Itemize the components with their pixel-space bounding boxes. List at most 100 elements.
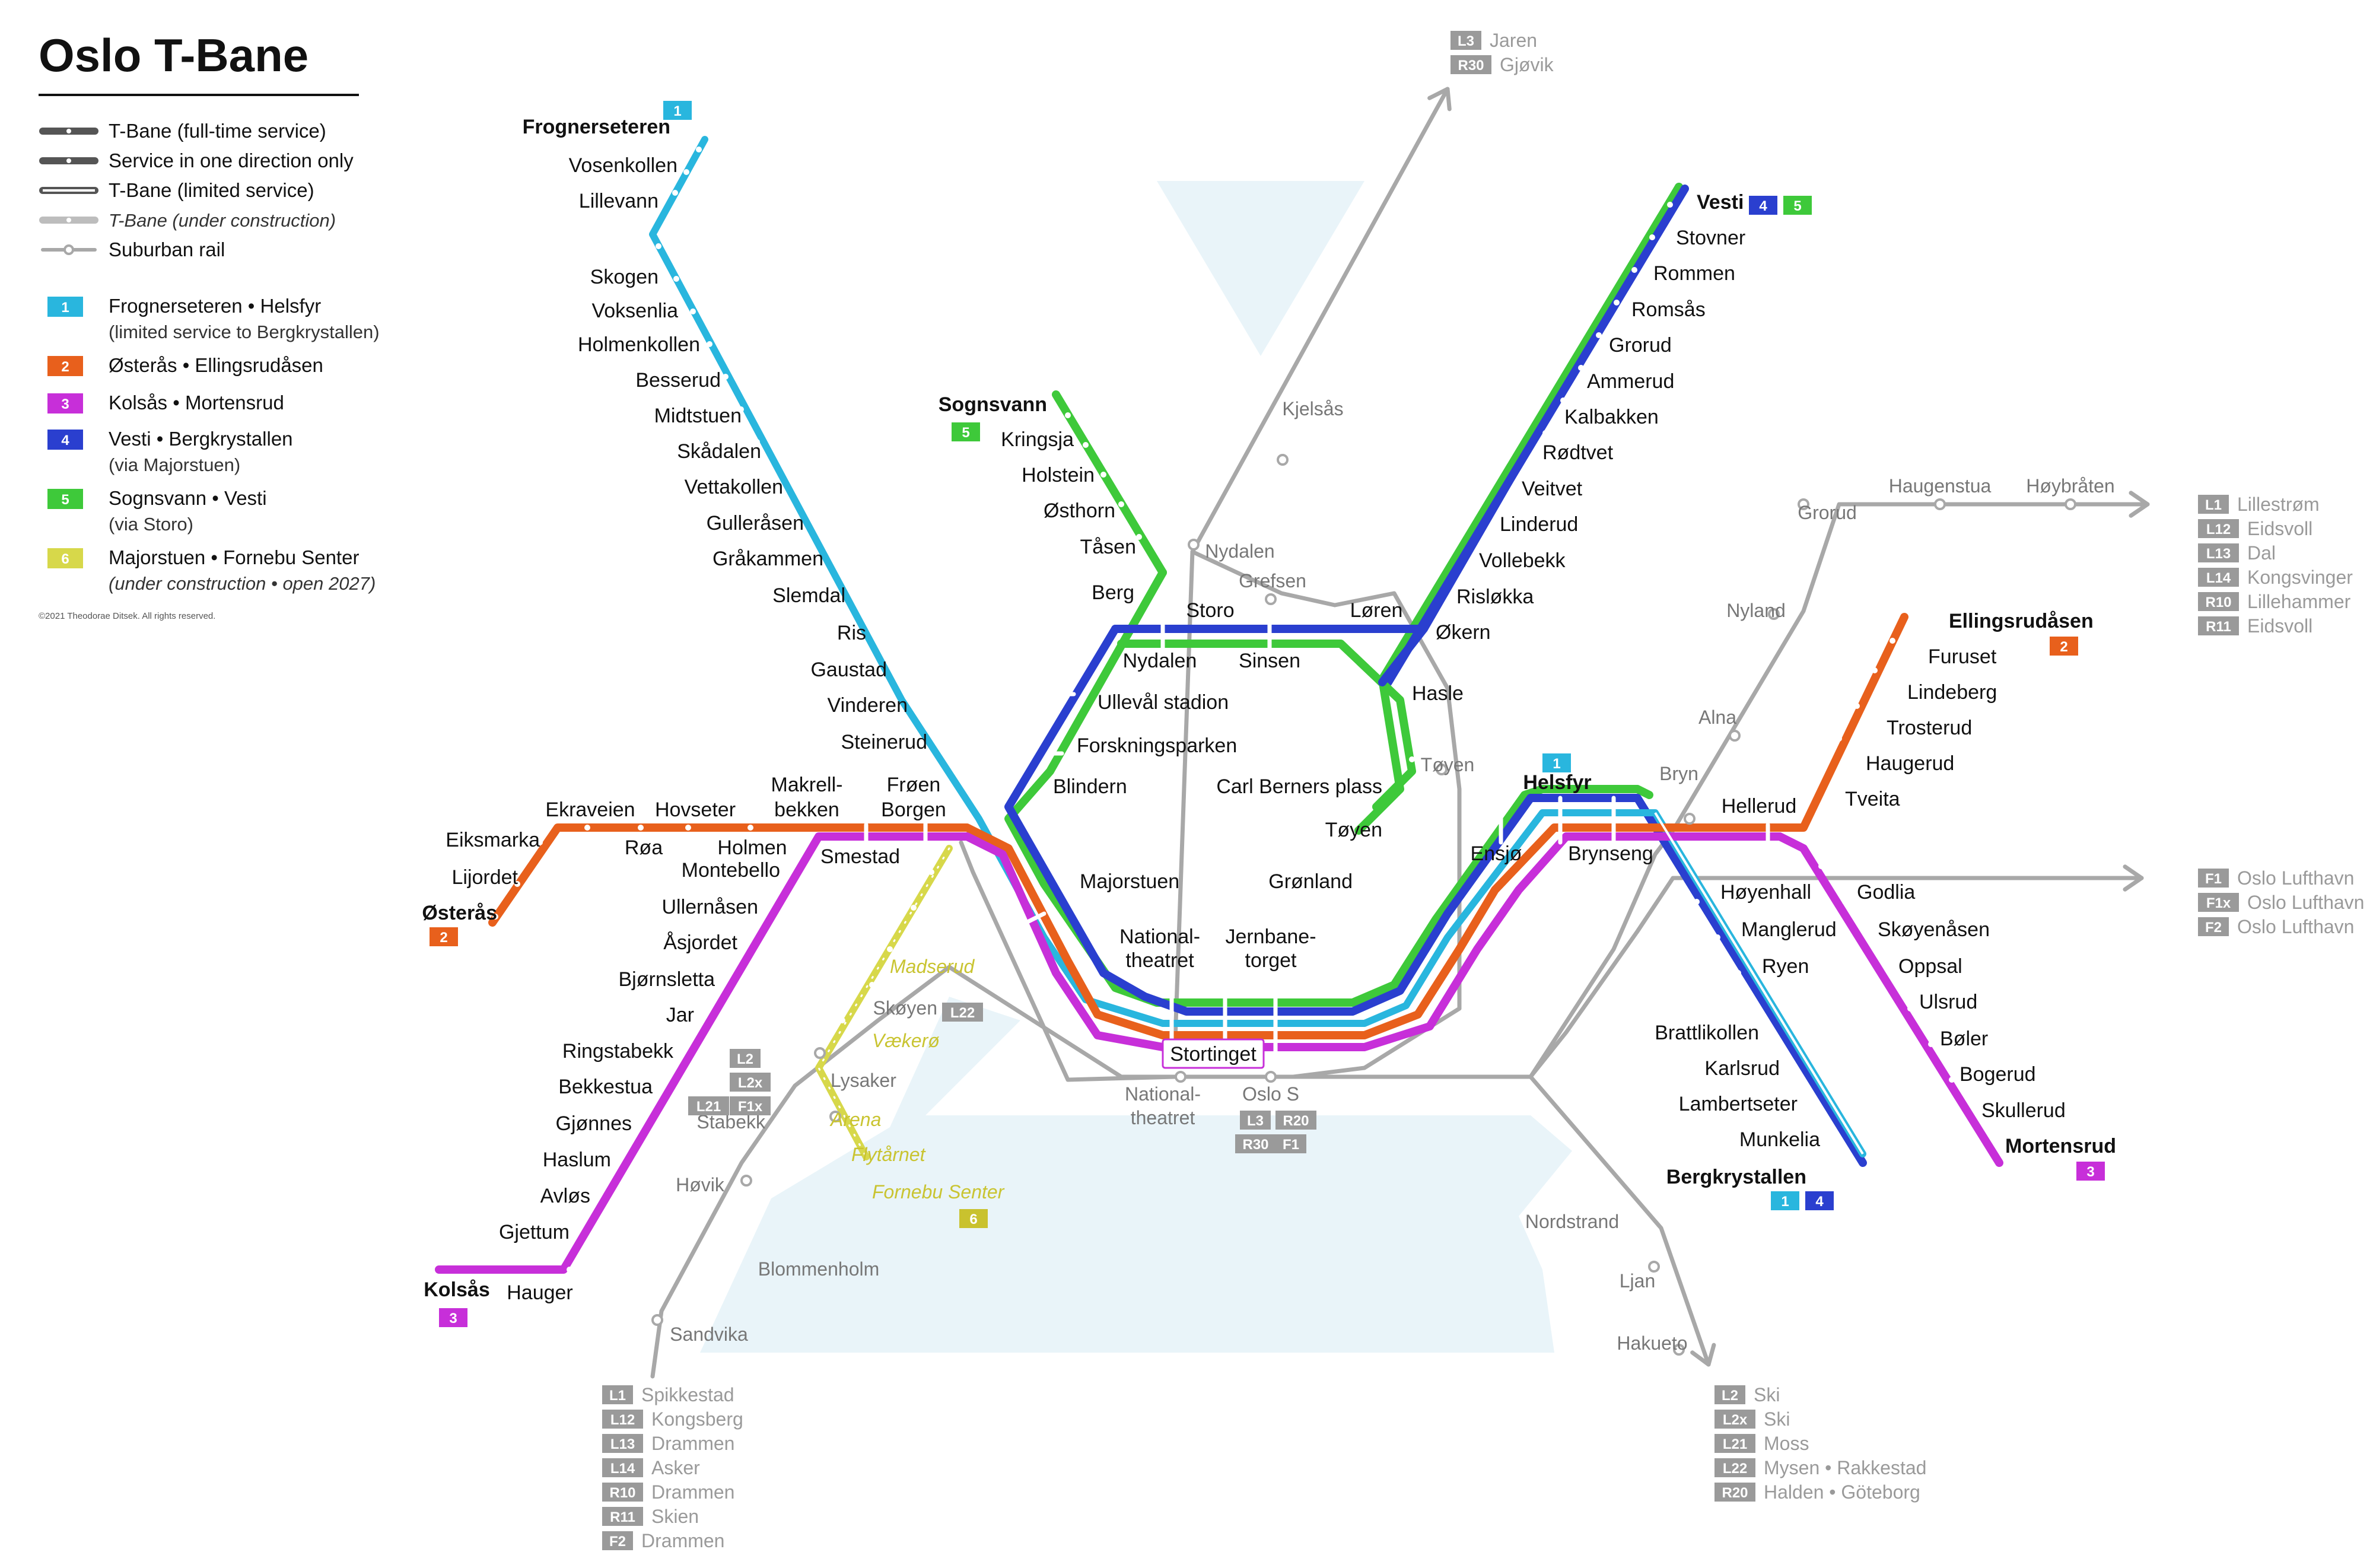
dest-southeast-code xyxy=(1714,1410,1755,1429)
rail-station-dot xyxy=(1673,1344,1685,1356)
title-underline xyxy=(39,94,359,96)
route-badge-label: L13 xyxy=(2206,546,2231,562)
legend-line-note: (via Storo) xyxy=(109,514,193,535)
station-dot xyxy=(1136,534,1142,540)
legend-line-name: Frognerseteren • Helsfyr xyxy=(109,295,321,317)
legend-line-note: (via Majorstuen) xyxy=(109,454,240,475)
station-dot xyxy=(850,635,855,641)
copyright-text: ©2021 Theodorae Ditsek. All rights reser… xyxy=(39,611,215,621)
legend-label-oneway: Service in one direction only xyxy=(109,150,354,171)
dest-north-code xyxy=(1450,55,1491,74)
station-label: Brattlikollen xyxy=(1655,1022,1759,1044)
station-dot xyxy=(1453,593,1459,599)
station-dot xyxy=(690,308,696,314)
station-dot xyxy=(707,341,712,347)
rail-arrow-icon xyxy=(2129,491,2150,518)
station-label: Ullevål stadion xyxy=(1098,691,1229,714)
station-label: Nydalen xyxy=(1123,650,1197,672)
legend-line-name: Majorstuen • Fornebu Senter xyxy=(109,546,359,568)
station-dot xyxy=(1801,798,1806,804)
station-label: Haugerud xyxy=(1866,752,1954,775)
station-dot xyxy=(1818,1112,1824,1118)
route-badge-label: R10 xyxy=(2205,594,2231,610)
station-label: Borgen xyxy=(881,799,946,821)
station-label: Eiksmarka xyxy=(446,829,540,851)
route-badge-label: L1 xyxy=(2205,497,2222,513)
route-badge-label: L14 xyxy=(2206,570,2231,586)
station-label: Voksenlia xyxy=(591,300,678,322)
station-dot xyxy=(531,1237,537,1243)
station-label: Hovseter xyxy=(655,799,736,821)
legend-line-name: Sognsvann • Vesti xyxy=(109,487,267,509)
legend-line-number: 5 xyxy=(61,492,69,508)
station-label: Sandvika xyxy=(670,1324,748,1345)
station-label: Sinsen xyxy=(1239,650,1300,672)
legend-label-construction: T-Bane (under construction) xyxy=(109,210,336,231)
rail-grefsen-east xyxy=(1190,549,1462,1079)
station-dot xyxy=(703,917,709,923)
rail-station-dot xyxy=(829,1111,841,1122)
station-label: theatret xyxy=(1125,949,1194,972)
dest-southwest-name: Drammen xyxy=(651,1481,734,1503)
legend-line-swatch xyxy=(47,548,83,568)
route-badge-label: L12 xyxy=(2206,521,2231,537)
line-4-grorud-parallel xyxy=(1384,185,1689,686)
route-badge-label: 6 xyxy=(969,1211,977,1227)
route-badge-label: R20 xyxy=(1722,1485,1748,1501)
station-label: Besserud xyxy=(635,369,721,392)
rail-station-dot xyxy=(1729,730,1741,742)
route-badge-label: L2 xyxy=(1722,1388,1738,1404)
dest-southwest-name: Drammen xyxy=(651,1433,734,1454)
badge-rail xyxy=(730,1073,771,1092)
rail-oslo-skoyen xyxy=(959,840,1177,1082)
station-label: Linderud xyxy=(1500,513,1578,536)
station-dot xyxy=(638,825,644,831)
legend-line-note: (under construction • open 2027) xyxy=(109,573,376,594)
route-badge-label: L13 xyxy=(610,1436,635,1452)
route-badge-label: L22 xyxy=(950,1005,975,1021)
badge-rail xyxy=(1275,1134,1306,1153)
station-label: Kjelsås xyxy=(1282,398,1343,419)
line-6-construction-center xyxy=(817,847,950,1158)
route-badge-label: F1x xyxy=(738,1099,763,1115)
station-label: Alna xyxy=(1698,707,1736,728)
dest-airport-name: Oslo Lufthavn xyxy=(2237,916,2354,937)
dest-airport-code xyxy=(2198,869,2229,888)
station-label: Brynseng xyxy=(1568,842,1653,865)
station-label: Tøyen xyxy=(1421,754,1475,775)
legend-line-swatch xyxy=(47,297,83,317)
route-badge-label: L1 xyxy=(609,1388,626,1404)
station-dot xyxy=(584,1130,590,1136)
station-dot xyxy=(514,881,520,887)
station-label: Nordstrand xyxy=(1525,1211,1619,1232)
route-badge-label: 1 xyxy=(673,103,681,119)
station-label: torget xyxy=(1245,949,1297,972)
dest-east-name: Lillestrøm xyxy=(2237,494,2320,515)
route-badge-label: R11 xyxy=(2206,619,2231,635)
route-badge-label: 2 xyxy=(440,930,447,946)
legend-rail: Suburban rail xyxy=(41,238,225,260)
line-5-north xyxy=(1052,390,1167,577)
station-label: Blommenholm xyxy=(758,1258,880,1280)
route-badge-label: 1 xyxy=(1553,756,1560,772)
route-badge-label: F2 xyxy=(2205,920,2222,936)
station-dot xyxy=(1525,463,1531,469)
station-label: Skøyenåsen xyxy=(1878,918,1990,941)
station-label: Haugenstua xyxy=(1889,475,1992,497)
legend-label-limited: T-Bane (limited service) xyxy=(109,179,314,201)
station-label: Skogen xyxy=(590,266,659,288)
station-label: Berg xyxy=(1092,581,1134,604)
dest-east-code xyxy=(2198,616,2239,635)
station-dot xyxy=(1818,768,1824,774)
stortinget-box xyxy=(1162,1038,1265,1069)
dest-southwest-name: Kongsberg xyxy=(651,1408,743,1430)
station-label: Stovner xyxy=(1676,227,1745,249)
station-label: Frognerseteren xyxy=(523,116,670,138)
station-label: Rødtvet xyxy=(1542,441,1614,464)
station-label: Gulleråsen xyxy=(707,512,804,535)
station-label: Grorud xyxy=(1609,334,1672,357)
dest-southwest-code xyxy=(602,1385,633,1404)
station-dot xyxy=(1890,638,1895,644)
line-1 xyxy=(649,136,1866,1157)
